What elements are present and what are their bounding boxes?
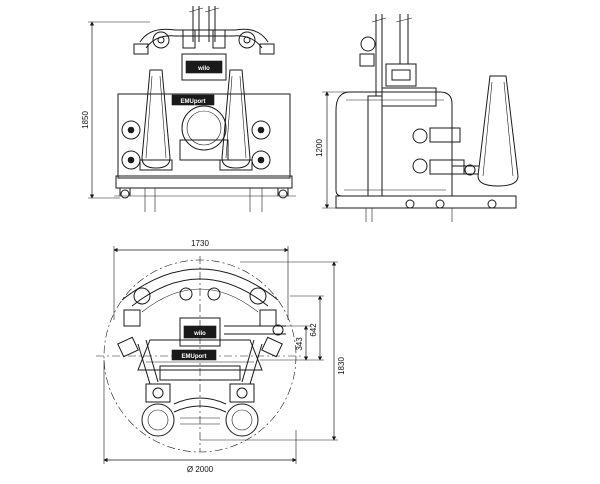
plan-tank-lower-right <box>225 383 259 437</box>
plan-diameter-dimension: Ø 2000 <box>103 360 297 474</box>
front-height-dimension: 1850 <box>81 21 150 199</box>
side-height-dimension: 1200 <box>315 91 350 209</box>
side-control-head <box>385 63 417 87</box>
plan-pipe-arms <box>117 336 283 385</box>
plan-depth-dimension: 1830 <box>200 261 346 441</box>
side-conical-tank <box>477 75 519 187</box>
front-tank-left <box>139 69 173 171</box>
front-emuport-label: EMUport <box>171 94 215 106</box>
side-view: 1200 <box>315 14 519 222</box>
front-collecting-tank <box>117 93 291 179</box>
side-base-frame <box>335 195 517 222</box>
plan-pressure-outlet <box>224 324 286 336</box>
plan-view: 1730 1830 642 343 Ø 2000 <box>96 239 346 474</box>
side-vent-pipes <box>359 14 413 96</box>
plan-control-box: wilo <box>179 317 221 347</box>
plan-tank-body <box>137 339 263 381</box>
front-vent-pipes <box>188 6 220 42</box>
plan-lower-bridge <box>173 397 227 425</box>
front-valve-manifold <box>133 28 275 55</box>
plan-tank-lower-left <box>141 383 175 437</box>
front-view: 1850 wilo <box>81 6 296 212</box>
plan-diameter-label: Ø 2000 <box>187 465 214 474</box>
plan-depth-label: 1830 <box>337 357 346 375</box>
front-height-label: 1850 <box>81 111 90 129</box>
plan-wilo-logo: wilo <box>193 331 206 337</box>
side-height-label: 1200 <box>315 139 324 157</box>
plan-offset-a-label: 642 <box>309 323 318 337</box>
plan-width-dimension: 1730 <box>113 239 289 320</box>
front-control-box: wilo <box>181 53 227 81</box>
front-side-flanges <box>121 120 271 170</box>
front-base-frame <box>114 175 296 212</box>
plan-offset-b-label: 343 <box>295 337 304 351</box>
plan-offset-dimensions: 642 343 <box>260 295 324 361</box>
plan-emuport-label: EMUport <box>171 349 217 361</box>
plan-width-label: 1730 <box>191 239 209 248</box>
side-tank-body <box>335 87 465 197</box>
front-wilo-logo: wilo <box>197 66 210 72</box>
front-emuport-text: EMUport <box>181 99 206 105</box>
plan-emuport-text: EMUport <box>182 354 207 360</box>
